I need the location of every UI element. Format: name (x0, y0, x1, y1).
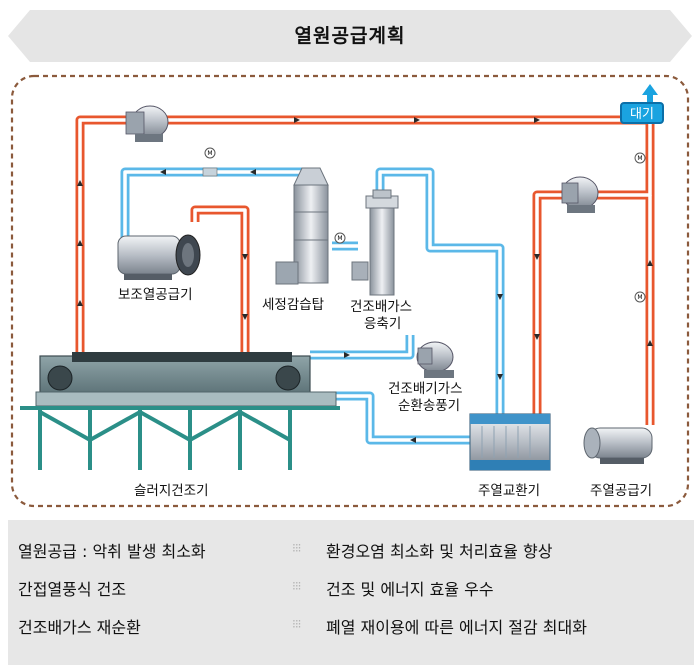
flow-direction-arrows (77, 117, 653, 443)
feature-left-2: 간접열풍식 건조 (18, 580, 127, 599)
label-main-heater: 주열공급기 (590, 483, 653, 499)
scrubbing-tower (275, 167, 329, 285)
motor-valves: M M M M (202, 147, 646, 303)
system-boundary (10, 74, 690, 508)
feature-left-1: 열원공급 : 악취 발생 최소화 (18, 542, 206, 561)
feature-right-3: 폐열 재이용에 따른 에너지 절감 최대화 (326, 618, 587, 637)
label-condenser-2: 응축기 (364, 316, 402, 332)
valve-2: M (334, 232, 346, 244)
bullet-arrow-icon: ⁝⁝⁝ (292, 579, 302, 593)
label-sludge-dryer: 슬러지건조기 (134, 483, 209, 499)
bullet-arrow-icon: ⁝⁝⁝ (292, 541, 302, 555)
label-scrubber: 세정감습탑 (262, 297, 325, 313)
page-title: 열원공급계획 (294, 25, 406, 47)
up-arrow-icon (642, 84, 658, 104)
feature-left-3: 건조배가스 재순환 (18, 618, 141, 637)
svg-text:M: M (337, 235, 342, 242)
svg-text:M: M (637, 155, 642, 162)
hot-air-pipes (75, 115, 655, 425)
valve-3: M (634, 152, 646, 164)
feature-panel: 열원공급 : 악취 발생 최소화 간접열풍식 건조 건조배가스 재순환 ⁝⁝⁝ … (8, 520, 694, 665)
feature-right-2: 건조 및 에너지 효율 우수 (326, 580, 494, 599)
main-heat-exchanger (469, 413, 551, 471)
label-aux-heater: 보조열공급기 (118, 287, 193, 303)
main-heater (583, 427, 653, 464)
valve-1: M (202, 147, 218, 177)
bullet-arrow-icon: ⁝⁝⁝ (292, 617, 302, 631)
exhaust-gas-pipes (120, 167, 505, 445)
svg-text:M: M (207, 150, 212, 157)
label-condenser-1: 건조배가스 (350, 299, 413, 315)
svg-text:M: M (637, 294, 642, 301)
feature-right-1: 환경오염 최소화 및 처리효율 향상 (326, 542, 553, 561)
hot-air-blower-1 (125, 105, 169, 142)
circulation-fan (416, 341, 454, 378)
label-fan-1: 건조배기가스 (388, 381, 463, 397)
valve-4: M (634, 291, 646, 303)
process-diagram: M M M M (10, 74, 690, 508)
sludge-dryer (20, 352, 340, 470)
label-heat-exchanger: 주열교환기 (478, 483, 541, 499)
auxiliary-heater (117, 234, 201, 280)
atmosphere-badge: 대기 (620, 102, 664, 124)
exhaust-condenser (351, 189, 399, 296)
label-fan-2: 순환송풍기 (398, 398, 461, 414)
hot-air-blower-2 (561, 176, 599, 213)
title-banner (8, 10, 692, 62)
